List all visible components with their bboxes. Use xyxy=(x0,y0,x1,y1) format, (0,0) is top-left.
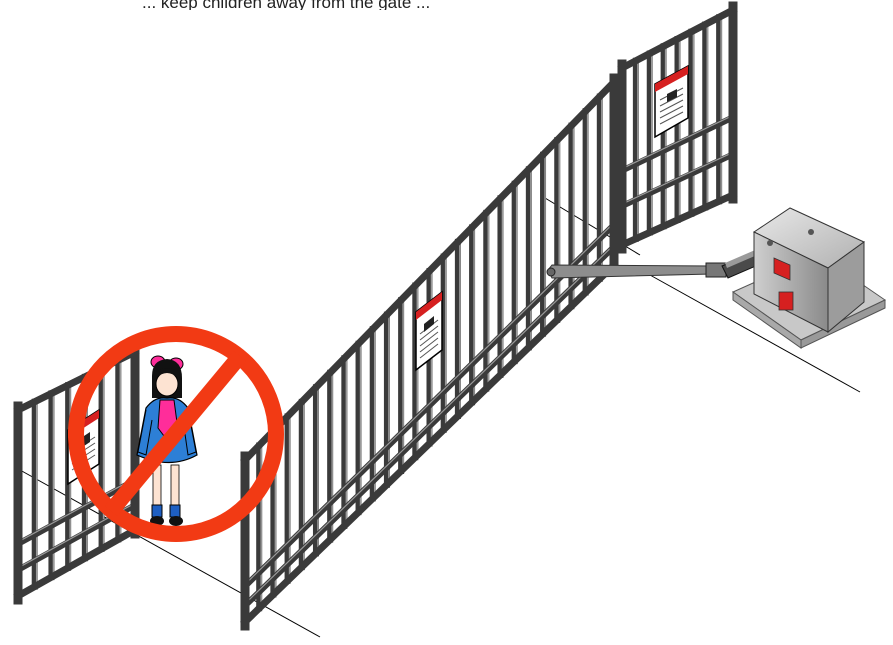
warning-sign-icon xyxy=(655,66,688,137)
right-fixed-gate xyxy=(622,6,735,249)
gate-operator-icon xyxy=(733,208,885,348)
warning-sign-icon xyxy=(416,292,442,370)
